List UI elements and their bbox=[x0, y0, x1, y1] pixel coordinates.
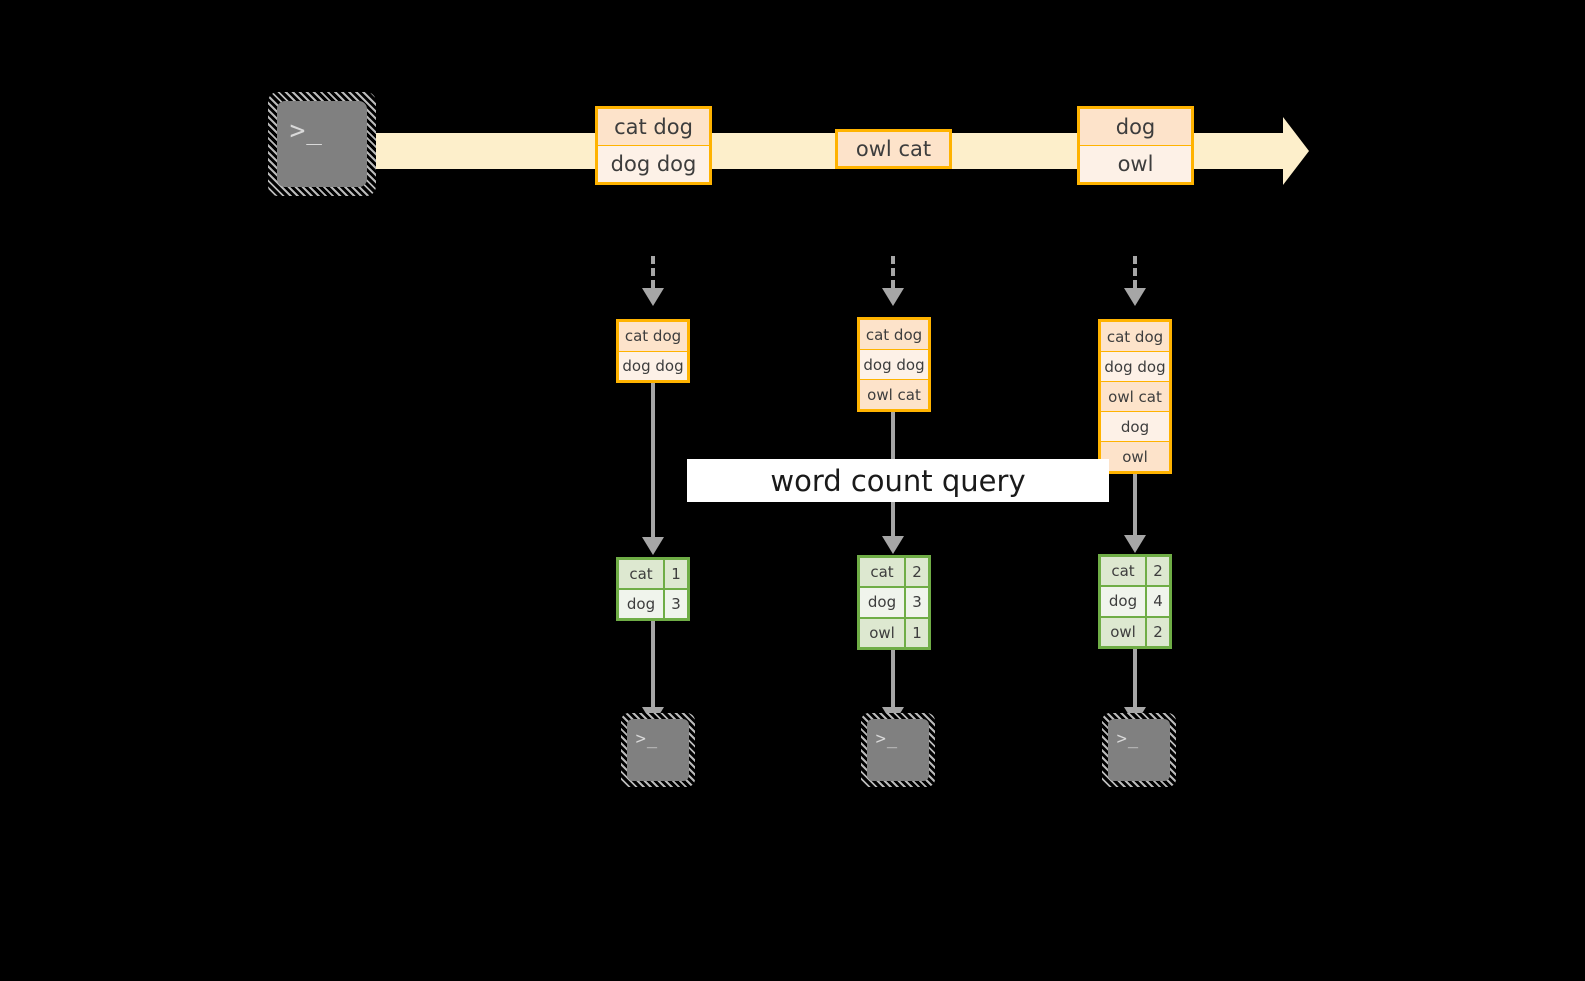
terminal-prompt-glyph: >_ bbox=[289, 116, 323, 147]
stream-record: cat dog bbox=[598, 109, 709, 146]
trigger-3-input-arrowhead bbox=[1124, 288, 1146, 306]
result-word: cat bbox=[1101, 557, 1147, 586]
trigger-3-input-stack: cat dog dog dog owl cat dog owl bbox=[1098, 319, 1172, 474]
stream-record: dog dog bbox=[598, 146, 709, 182]
trigger-1-result-arrowhead bbox=[642, 537, 664, 555]
input-record: owl cat bbox=[860, 380, 928, 409]
input-record: dog bbox=[1101, 412, 1169, 442]
result-count: 1 bbox=[665, 560, 687, 588]
source-terminal-icon[interactable]: >_ bbox=[268, 92, 376, 196]
trigger-3-result-table: cat 2 dog 4 owl 2 bbox=[1098, 554, 1172, 649]
stream-record: owl bbox=[1080, 146, 1191, 182]
result-word: cat bbox=[860, 558, 906, 587]
trigger-2-sink-terminal-icon[interactable]: >_ bbox=[861, 713, 935, 787]
stream-record: dog bbox=[1080, 109, 1191, 146]
trigger-1-dashed-connector bbox=[651, 256, 655, 288]
input-record: cat dog bbox=[1101, 322, 1169, 352]
trigger-1-query-connector bbox=[651, 383, 655, 537]
terminal-face: >_ bbox=[277, 101, 367, 187]
trigger-1-sink-connector bbox=[651, 621, 655, 707]
result-row: dog 4 bbox=[1101, 587, 1169, 618]
result-row: dog 3 bbox=[619, 590, 687, 618]
result-count: 1 bbox=[906, 618, 928, 647]
result-row: cat 2 bbox=[860, 558, 928, 589]
terminal-face: >_ bbox=[1108, 719, 1170, 781]
trigger-1-input-stack: cat dog dog dog bbox=[616, 319, 690, 383]
input-record: cat dog bbox=[619, 322, 687, 352]
trigger-2-input-arrowhead bbox=[882, 288, 904, 306]
trigger-3-result-arrowhead bbox=[1124, 535, 1146, 553]
query-label: word count query bbox=[770, 463, 1026, 498]
result-row: cat 2 bbox=[1101, 557, 1169, 588]
input-record: cat dog bbox=[860, 320, 928, 350]
result-word: dog bbox=[619, 590, 665, 618]
trigger-2-sink-connector bbox=[891, 650, 895, 707]
input-record: owl bbox=[1101, 442, 1169, 471]
result-count: 2 bbox=[1147, 617, 1169, 646]
trigger-3-sink-terminal-icon[interactable]: >_ bbox=[1102, 713, 1176, 787]
trigger-2-result-table: cat 2 dog 3 owl 1 bbox=[857, 555, 931, 650]
trigger-2-dashed-connector bbox=[891, 256, 895, 288]
trigger-3-dashed-connector bbox=[1133, 256, 1137, 288]
input-record: owl cat bbox=[1101, 382, 1169, 412]
trigger-2-result-arrowhead bbox=[882, 536, 904, 554]
input-record: dog dog bbox=[619, 351, 687, 380]
stream-record: owl cat bbox=[838, 132, 949, 166]
input-record: dog dog bbox=[1101, 352, 1169, 382]
result-row: dog 3 bbox=[860, 588, 928, 619]
terminal-face: >_ bbox=[627, 719, 689, 781]
terminal-face: >_ bbox=[867, 719, 929, 781]
result-word: cat bbox=[619, 560, 665, 588]
trigger-1-input-arrowhead bbox=[642, 288, 664, 306]
terminal-prompt-glyph: >_ bbox=[1116, 729, 1140, 750]
result-word: owl bbox=[860, 618, 906, 647]
result-row: owl 2 bbox=[1101, 617, 1169, 646]
trigger-3-query-connector bbox=[1133, 474, 1137, 535]
trigger-3-sink-connector bbox=[1133, 649, 1137, 707]
terminal-prompt-glyph: >_ bbox=[875, 729, 899, 750]
result-row: owl 1 bbox=[860, 618, 928, 647]
trigger-2-input-stack: cat dog dog dog owl cat bbox=[857, 317, 931, 412]
stream-batch-3: dog owl bbox=[1077, 106, 1194, 185]
result-count: 2 bbox=[906, 558, 928, 587]
stream-batch-2: owl cat bbox=[835, 129, 952, 169]
result-count: 3 bbox=[665, 590, 687, 618]
result-count: 3 bbox=[906, 588, 928, 617]
stream-arrowhead bbox=[1283, 117, 1309, 185]
result-count: 4 bbox=[1147, 587, 1169, 616]
result-word: dog bbox=[860, 588, 906, 617]
result-count: 2 bbox=[1147, 557, 1169, 586]
terminal-prompt-glyph: >_ bbox=[635, 729, 659, 750]
stream-batch-1: cat dog dog dog bbox=[595, 106, 712, 185]
trigger-1-result-table: cat 1 dog 3 bbox=[616, 557, 690, 621]
result-row: cat 1 bbox=[619, 560, 687, 590]
input-record: dog dog bbox=[860, 350, 928, 380]
result-word: dog bbox=[1101, 587, 1147, 616]
trigger-1-sink-terminal-icon[interactable]: >_ bbox=[621, 713, 695, 787]
query-banner: word count query bbox=[687, 459, 1109, 502]
result-word: owl bbox=[1101, 617, 1147, 646]
